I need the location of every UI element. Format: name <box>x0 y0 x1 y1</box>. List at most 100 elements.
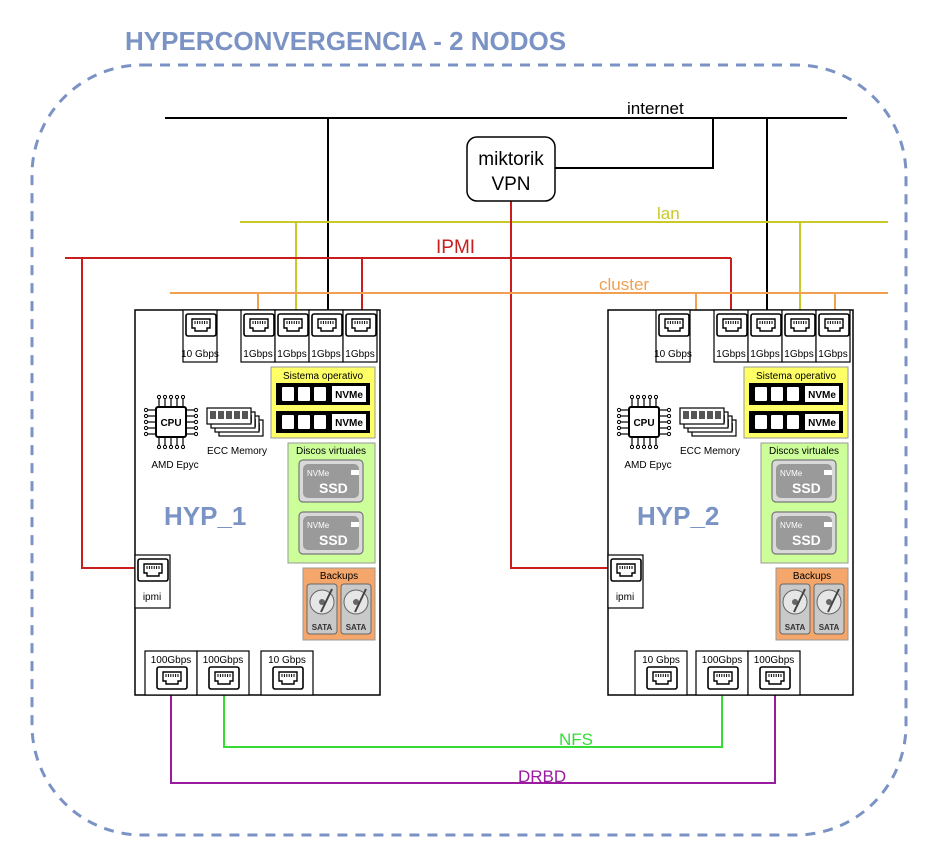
memory-label: ECC Memory <box>680 446 740 457</box>
ssd-type-label: NVMe <box>307 521 330 530</box>
ethernet-port-icon <box>156 666 188 690</box>
ssd-type-label: NVMe <box>307 469 330 478</box>
network-port: 100Gbps <box>144 650 198 696</box>
network-port: 1Gbps <box>342 309 378 363</box>
ethernet-port-icon <box>784 313 816 337</box>
lan-label: lan <box>657 204 680 223</box>
network-port: 100Gbps <box>695 650 749 696</box>
nvme-chip-label: NVMe <box>335 390 363 401</box>
os-panel-title: Sistema operativo <box>283 371 363 382</box>
network-port: 1Gbps <box>815 309 851 363</box>
port-speed-label: 1Gbps <box>243 349 272 360</box>
network-port: 10 Gbps <box>260 650 314 696</box>
network-port: 1Gbps <box>781 309 817 363</box>
ethernet-port-icon <box>277 313 309 337</box>
memory-label: ECC Memory <box>207 446 267 457</box>
port-speed-label: 1Gbps <box>345 349 374 360</box>
port-speed-label: 1Gbps <box>716 349 745 360</box>
hdd-label: SATA <box>346 623 367 632</box>
internet-label: internet <box>627 99 684 118</box>
network-port: 10 Gbps <box>181 309 219 363</box>
ethernet-port-icon <box>137 558 169 582</box>
cluster-label: cluster <box>599 275 649 294</box>
ethernet-port-icon <box>759 666 791 690</box>
memory-icon <box>206 407 264 437</box>
hdd-icon: SATA <box>340 583 372 635</box>
network-port: 1Gbps <box>240 309 276 363</box>
memory-icon <box>679 407 737 437</box>
router-ipmi-link <box>510 201 610 569</box>
drbd-label: DRBD <box>518 767 566 786</box>
ipmi-port: ipmi <box>607 554 644 609</box>
backups-panel-title: Backups <box>320 571 358 582</box>
network-port: 1Gbps <box>274 309 310 363</box>
port-speed-label: 1Gbps <box>784 349 813 360</box>
outer-frame <box>30 63 908 837</box>
cpu-chip-text: CPU <box>633 418 654 429</box>
ethernet-port-icon <box>707 666 739 690</box>
backups-panel-title: Backups <box>793 571 831 582</box>
hdd-icon: SATA <box>779 583 811 635</box>
ssd-label: SSD <box>792 532 821 548</box>
ssd-label: SSD <box>792 480 821 496</box>
network-port: 100Gbps <box>196 650 250 696</box>
port-speed-label: 100Gbps <box>151 655 192 666</box>
ssd-label: SSD <box>319 532 348 548</box>
hdd-icon: SATA <box>813 583 845 635</box>
router-label-line1: miktorik <box>478 149 544 170</box>
network-port: 10 Gbps <box>654 309 692 363</box>
ethernet-port-icon <box>818 313 850 337</box>
disks-panel-title: Discos virtuales <box>296 446 366 457</box>
ethernet-port-icon <box>311 313 343 337</box>
hdd-label: SATA <box>819 623 840 632</box>
port-speed-label: 10 Gbps <box>268 655 306 666</box>
network-port: 100Gbps <box>747 650 801 696</box>
nfs-line <box>223 692 723 748</box>
ethernet-port-icon <box>185 313 217 337</box>
ethernet-port-icon <box>243 313 275 337</box>
ipmi-port-label: ipmi <box>616 592 634 603</box>
nvme-chip-label: NVMe <box>808 390 836 401</box>
node-name: HYP_1 <box>164 501 246 531</box>
cpu-chip-text: CPU <box>160 418 181 429</box>
node-name: HYP_2 <box>637 501 719 531</box>
nfs-label: NFS <box>559 730 593 749</box>
ethernet-port-icon <box>716 313 748 337</box>
ssd-label: SSD <box>319 480 348 496</box>
ipmi-port-label: ipmi <box>143 592 161 603</box>
ipmi-network-label: IPMI <box>436 237 475 258</box>
ethernet-port-icon <box>610 558 642 582</box>
hdd-label: SATA <box>312 623 333 632</box>
ethernet-port-icon <box>272 666 304 690</box>
hdd-label: SATA <box>785 623 806 632</box>
internet-router-link <box>555 118 714 169</box>
os-panel-title: Sistema operativo <box>756 371 836 382</box>
network-port: 10 Gbps <box>634 650 688 696</box>
network-lines <box>65 117 888 784</box>
port-speed-label: 10 Gbps <box>642 655 680 666</box>
ipmi-port: ipmi <box>134 554 171 609</box>
port-speed-label: 100Gbps <box>754 655 795 666</box>
ssd-type-label: NVMe <box>780 521 803 530</box>
nvme-chip-label: NVMe <box>335 418 363 429</box>
port-speed-label: 10 Gbps <box>181 349 219 360</box>
network-port: 1Gbps <box>747 309 783 363</box>
ethernet-port-icon <box>750 313 782 337</box>
cpu-icon: CPU <box>143 394 199 450</box>
port-speed-label: 10 Gbps <box>654 349 692 360</box>
port-speed-label: 1Gbps <box>750 349 779 360</box>
nvme-chip-label: NVMe <box>808 418 836 429</box>
ipmi-line-node1 <box>81 258 138 569</box>
ethernet-port-icon <box>646 666 678 690</box>
router-box: miktorik VPN <box>466 136 556 202</box>
